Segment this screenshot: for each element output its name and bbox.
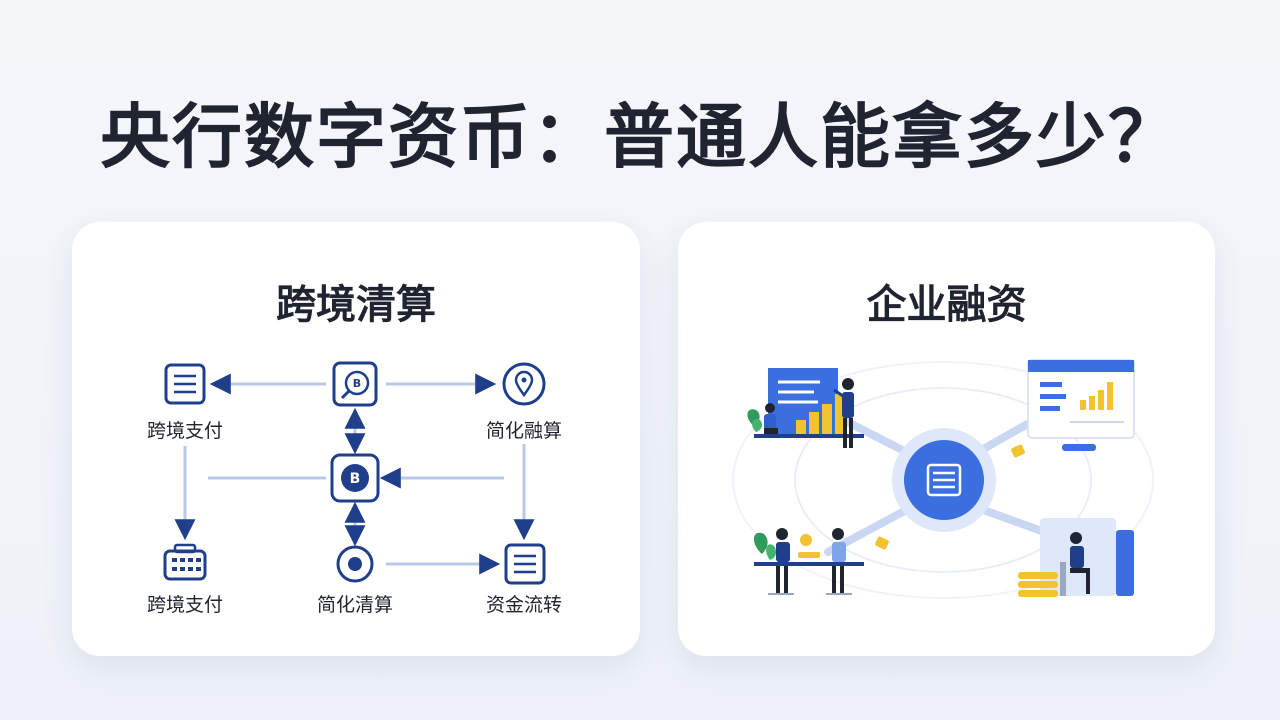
financing-illustration [732, 359, 1154, 599]
coin-search-icon: B [332, 361, 378, 407]
coin-icon [1011, 444, 1025, 458]
node-label-cross-border-payment-2: 跨境支付 [146, 594, 224, 616]
target-icon [336, 545, 374, 583]
card-title-financing: 企业融资 [866, 282, 1027, 328]
cross-border-clearing-card: 跨境清算 [72, 222, 640, 656]
wallet-icon [163, 543, 207, 581]
presentation-board-icon [747, 368, 864, 448]
node-label-cross-border-payment: 跨境支付 [146, 420, 224, 442]
node-label-simplified-settlement: 简化融算 [485, 420, 563, 442]
monitor-dashboard-icon [1027, 359, 1135, 451]
ledger-icon [504, 543, 546, 585]
digital-coin-icon: B [330, 453, 380, 503]
node-label-simplified-clearing: 简化清算 [316, 594, 394, 616]
coin-icon [875, 536, 889, 550]
svg-text:B: B [350, 471, 361, 487]
card-title-clearing: 跨境清算 [276, 282, 436, 328]
clearing-flow-diagram: B B [163, 361, 546, 585]
enterprise-financing-card: 企业融资 [678, 222, 1215, 656]
location-pin-icon [502, 362, 546, 406]
node-label-fund-flow: 资金流转 [485, 594, 563, 616]
document-icon [164, 363, 206, 405]
coin-stack-worker-icon [1018, 518, 1134, 597]
page-title: 央行数字资币：普通人能拿多少？ [100, 96, 1180, 178]
business-meeting-icon [753, 528, 864, 595]
hub-document-icon [892, 428, 996, 532]
svg-text:B: B [353, 377, 361, 390]
